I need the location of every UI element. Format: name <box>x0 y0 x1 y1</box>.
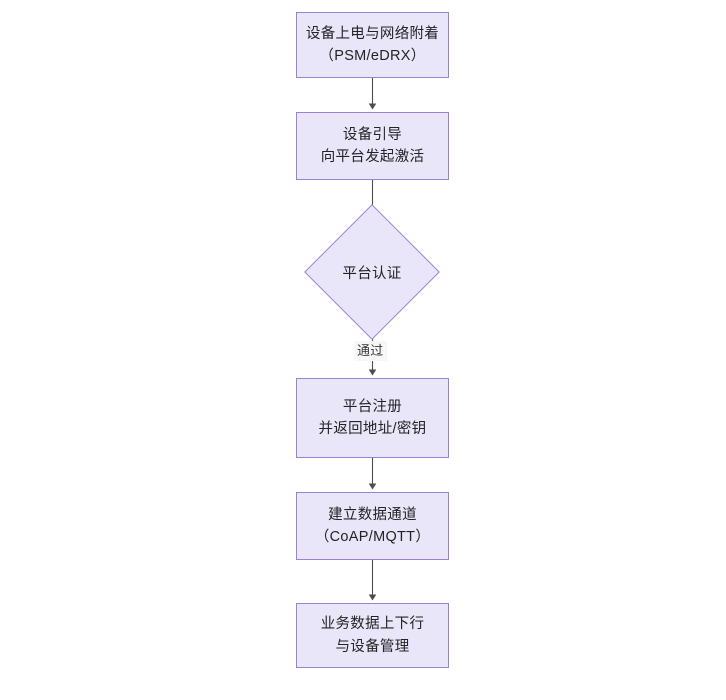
node-power-on-network-attach[interactable]: 设备上电与网络附着 （PSM/eDRX） <box>296 12 449 78</box>
node-label-line1: 设备引导 <box>342 126 403 143</box>
node-label-line2: （PSM/eDRX） <box>319 48 426 64</box>
edge-label-pass: 通过 <box>354 341 387 361</box>
node-establish-data-channel[interactable]: 建立数据通道 （CoAP/MQTT） <box>296 492 449 560</box>
node-platform-registration[interactable]: 平台注册 并返回地址/密钥 <box>296 378 449 458</box>
node-label-line1: 平台注册 <box>342 398 403 415</box>
node-label-line1: 设备上电与网络附着 <box>305 25 440 42</box>
node-label-line1: 建立数据通道 <box>328 506 417 523</box>
diamond-shape <box>304 204 440 340</box>
node-label-line2: 并返回地址/密钥 <box>318 421 427 437</box>
node-device-bootstrap-activation[interactable]: 设备引导 向平台发起激活 <box>296 112 449 180</box>
node-label-line2: 向平台发起激活 <box>320 149 425 165</box>
node-label-line2: （CoAP/MQTT） <box>314 529 431 545</box>
node-label-line2: 与设备管理 <box>335 638 410 655</box>
node-platform-authentication[interactable]: 平台认证 <box>304 204 440 340</box>
node-label-line1: 业务数据上下行 <box>320 616 425 633</box>
node-business-data-and-device-management[interactable]: 业务数据上下行 与设备管理 <box>296 603 449 668</box>
